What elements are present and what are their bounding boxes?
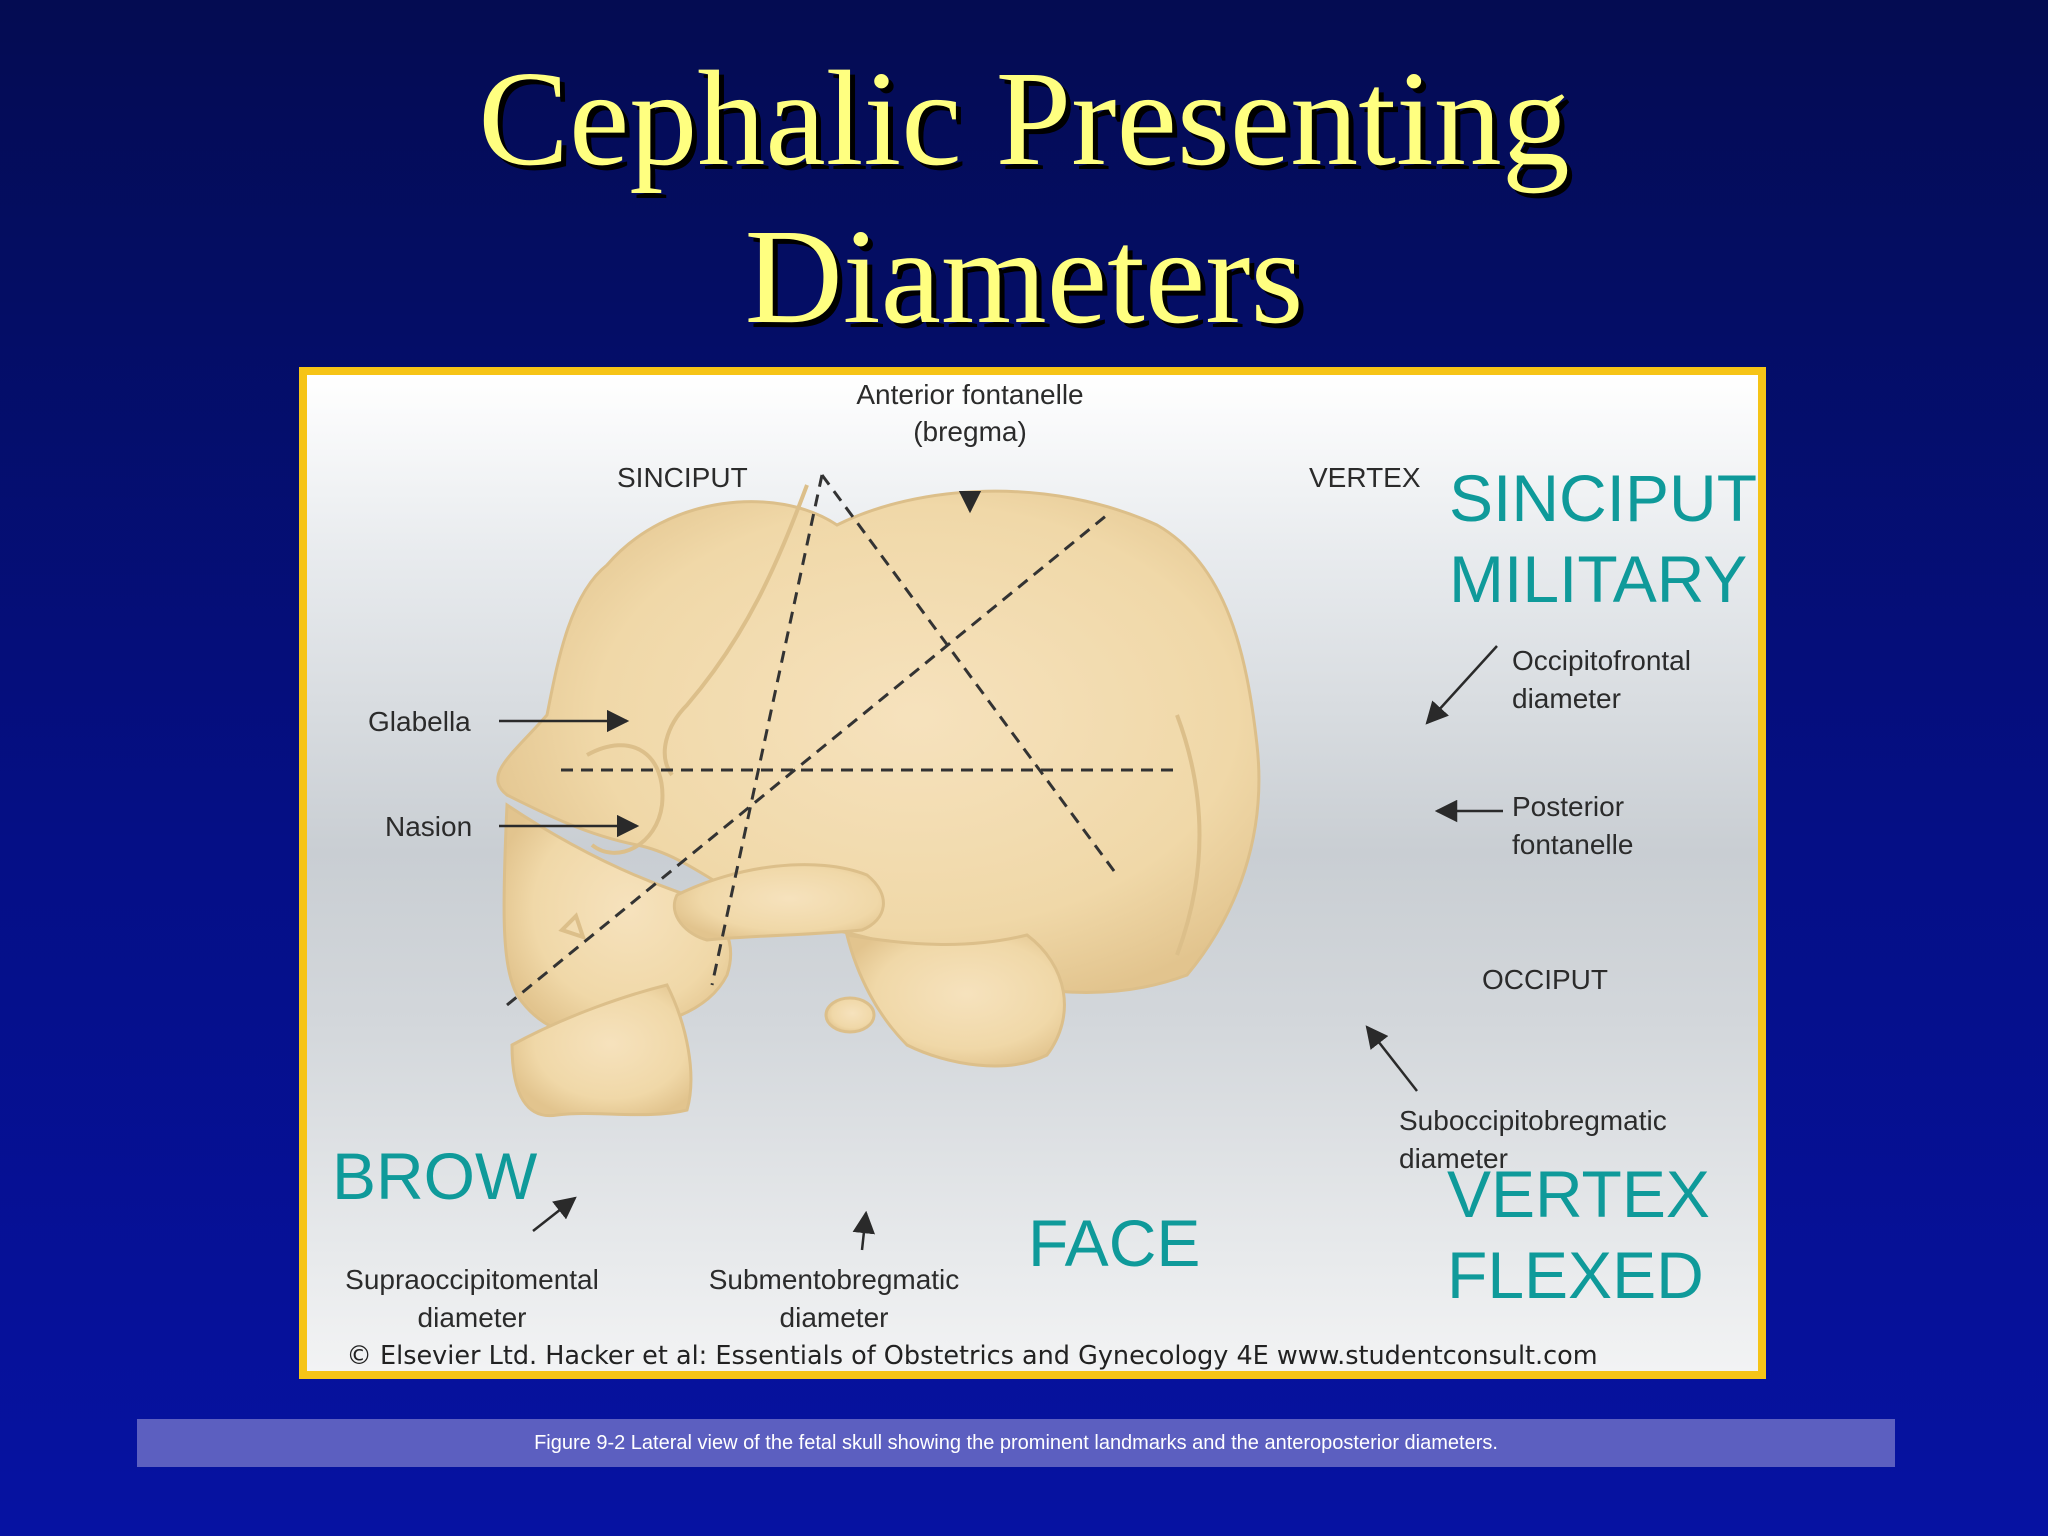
sinciput-presentation-label: SINCIPUT	[1449, 461, 1757, 535]
vertex-label: VERTEX	[1309, 462, 1421, 493]
submentobregmatic-arrow	[852, 1210, 876, 1251]
anterior-fontanelle-label-1: Anterior fontanelle	[856, 379, 1083, 410]
suboccipitobregmatic-label-1: Suboccipitobregmatic	[1399, 1105, 1667, 1136]
slide-title-line-2: Diameters	[744, 202, 1304, 352]
skull-detail-lines	[558, 484, 1202, 956]
occipitofrontal-arrow	[1425, 645, 1498, 725]
military-presentation-label: MILITARY	[1449, 542, 1747, 616]
figure-caption: Figure 9-2 Lateral view of the fetal sku…	[137, 1419, 1895, 1467]
copyright-text: © Elsevier Ltd. Hacker et al: Essentials…	[346, 1341, 1597, 1371]
brow-presentation-label: BROW	[332, 1139, 538, 1213]
submentobregmatic-label-1: Submentobregmatic	[709, 1264, 960, 1295]
supraoccipitomental-arrow	[532, 1196, 577, 1232]
suboccipitobregmatic-label-2: diameter	[1399, 1143, 1508, 1174]
face-presentation-label: FACE	[1028, 1206, 1200, 1280]
zygomatic-arch	[672, 863, 885, 942]
slide-title-line-1: Cephalic Presenting	[478, 44, 1570, 194]
upper-jaw	[502, 802, 733, 1038]
mandible	[510, 983, 693, 1118]
slide-title: Cephalic Presenting Diameters	[0, 40, 2048, 356]
posterior-fontanelle-label-1: Posterior	[1512, 791, 1624, 822]
suboccipitobregmatic-arrow	[1365, 1025, 1418, 1092]
mastoid-region	[844, 933, 1066, 1068]
submentobregmatic-line	[710, 474, 824, 986]
occiput-label: OCCIPUT	[1482, 964, 1608, 995]
lambdoid-suture	[1175, 714, 1202, 956]
flexed-presentation-label: FLEXED	[1447, 1238, 1704, 1312]
coronal-suture	[662, 484, 809, 777]
ear-process	[824, 996, 876, 1034]
glabella-label: Glabella	[368, 706, 471, 737]
figure-labels: Anterior fontanelle (bregma) SINCIPUT VE…	[345, 379, 1691, 1371]
supraoccipitomental-label-1: Supraoccipitomental	[345, 1264, 599, 1295]
fetal-skull-diagram: Anterior fontanelle (bregma) SINCIPUT VE…	[332, 379, 1757, 1371]
supraoccipitomental-line	[506, 513, 1108, 1007]
nasion-label: Nasion	[385, 811, 472, 842]
fetal-skull-figure: Anterior fontanelle (bregma) SINCIPUT VE…	[299, 367, 1766, 1379]
supraoccipitomental-label-2: diameter	[418, 1302, 527, 1333]
orbit	[586, 743, 665, 855]
posterior-fontanelle-label-2: fontanelle	[1512, 829, 1633, 860]
suboccipitobregmatic-line	[820, 474, 1119, 876]
vertex-presentation-label: VERTEX	[1447, 1157, 1710, 1231]
diameter-lines	[506, 474, 1175, 1007]
occipitofrontal-label-1: Occipitofrontal	[1512, 645, 1691, 676]
presentation-labels: SINCIPUT MILITARY BROW FACE VERTEX FLEXE…	[332, 461, 1757, 1312]
submentobregmatic-label-2: diameter	[780, 1302, 889, 1333]
sinciput-label: SINCIPUT	[617, 462, 748, 493]
pointer-arrows	[499, 490, 1503, 1251]
occipitofrontal-label-2: diameter	[1512, 683, 1621, 714]
anterior-fontanelle-label-2: (bregma)	[913, 416, 1027, 447]
skull-illustration	[496, 489, 1261, 1118]
nasal-bone	[558, 912, 587, 941]
